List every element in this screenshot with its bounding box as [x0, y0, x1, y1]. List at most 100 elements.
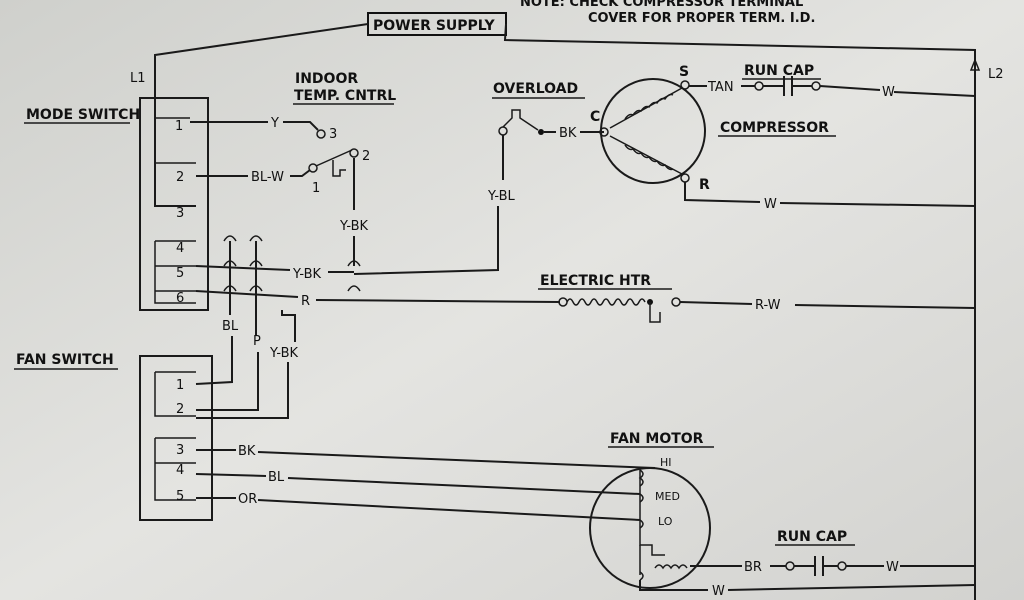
fan-switch: FAN SWITCH 1 2 3 4 5: [14, 352, 213, 521]
wire-label-y-bk-5: Y-BK: [292, 267, 322, 282]
tstat-terminal-2: 2: [362, 149, 370, 164]
fan-terminal-2: 2: [176, 402, 184, 417]
compressor-r-label: R: [699, 177, 710, 193]
tstat-terminal-3: 3: [329, 127, 337, 142]
l2-label: L2: [988, 67, 1004, 82]
wire-y-bl-2: [353, 206, 499, 275]
wire-bl-fan-2: [287, 477, 641, 495]
note-line-1: NOTE: CHECK COMPRESSOR TERMINAL: [520, 0, 803, 10]
mode-terminal-6: 6: [176, 291, 184, 306]
compressor-title: COMPRESSOR: [720, 120, 829, 136]
fan-motor-tap-bottom: [639, 571, 644, 581]
wire-bl-w-2: [290, 169, 311, 177]
wire-label-w-bot-cap: W: [886, 560, 899, 575]
wire-w-cap-2: [893, 91, 976, 97]
mode-terminal-3: 3: [176, 206, 184, 221]
electric-heater: ELECTRIC HTR R-W: [538, 273, 976, 323]
wire-label-bk: BK: [559, 126, 577, 141]
mode-switch-lower-bus: [154, 241, 196, 304]
wire-r-w-2: [794, 304, 976, 309]
fan-motor-hi-label: HI: [660, 456, 672, 469]
indoor-temp-control: INDOOR TEMP. CNTRL Y 3 BL-W 1 2 Y-BK: [190, 71, 396, 266]
mode-switch-common-bus: [154, 98, 196, 207]
fan-terminal-4: 4: [176, 463, 184, 478]
wire-w-bot-1: [639, 580, 708, 591]
tstat-terminal-1-dot: [308, 163, 318, 173]
wire-label-or-fan: OR: [238, 492, 257, 507]
overload-terminal-b: [538, 129, 544, 135]
fan-switch-contacts: [155, 371, 196, 464]
fan-motor-med-label: MED: [655, 490, 680, 503]
wire-label-bl-w: BL-W: [251, 170, 284, 185]
wire-label-tan: TAN: [707, 80, 734, 95]
wire-r-w-1: [679, 301, 753, 305]
l2-supply-wire: [503, 23, 976, 600]
wire-6-r-1: [195, 290, 299, 298]
wire-label-bl: BL: [222, 319, 239, 334]
wire-label-br: BR: [744, 560, 762, 575]
fan-motor-title: FAN MOTOR: [610, 431, 704, 447]
wire-w-bot-2: [727, 584, 976, 591]
wire-label-p: P: [253, 334, 261, 349]
compressor-housing: [600, 78, 706, 184]
fan-terminal-1: 1: [176, 378, 184, 393]
fan-terminal-3: 3: [176, 443, 184, 458]
start-winding-coil: [624, 93, 674, 120]
l1-supply-wire: [154, 23, 369, 98]
mode-terminal-4: 4: [176, 241, 184, 256]
wire-label-y-bl: Y-BL: [487, 189, 516, 204]
tstat-terminal-3-dot: [316, 129, 326, 139]
fan-motor-lo-label: LO: [658, 515, 673, 528]
note-line-2: COVER FOR PROPER TERM. I.D.: [588, 11, 815, 26]
wire-w-r-2: [779, 202, 976, 207]
mode-terminal-5: 5: [176, 266, 184, 281]
fan-motor: FAN MOTOR HI MED LO: [589, 431, 714, 589]
fan-switch-outer-box: [139, 355, 213, 521]
power-supply-label: POWER SUPPLY: [373, 18, 496, 34]
htr-element: [566, 298, 646, 306]
mode-terminal-2: 2: [176, 170, 184, 185]
compressor-c-label: C: [590, 109, 600, 125]
compressor-terminal-c: [599, 127, 609, 137]
l2-arrow: [969, 57, 981, 71]
wire-label-bk-fan: BK: [238, 444, 256, 459]
wire-y-bk-fan-1: [281, 310, 296, 342]
wire-6-r-2: [315, 299, 561, 303]
wire-label-bl-fan: BL: [268, 470, 285, 485]
wire-5-to-y-bk: [195, 265, 291, 271]
mode-switch-contacts: [155, 117, 196, 292]
fan-motor-coil: [639, 545, 688, 575]
mode-switch-title: MODE SWITCH: [26, 107, 140, 123]
wire-or-fan-2: [257, 499, 641, 521]
run-winding-coil: [624, 144, 674, 171]
run-cap-bottom: RUN CAP BR W: [690, 529, 975, 576]
run-cap-top: RUN CAP TAN W: [689, 63, 976, 100]
wire-label-w-cap: W: [882, 85, 895, 100]
tstat-terminal-1: 1: [312, 181, 320, 196]
tstat-bellows: [332, 160, 346, 177]
wire-label-y-bk-fan: Y-BK: [269, 346, 299, 361]
overload-contact: [502, 109, 539, 131]
fan-switch-bus: [154, 372, 196, 501]
fan-switch-title: FAN SWITCH: [16, 352, 114, 368]
tstat-terminal-2-dot: [349, 148, 359, 158]
run-cap-top-title: RUN CAP: [744, 63, 814, 79]
overload-title: OVERLOAD: [493, 81, 578, 97]
wire-bl-fan-1: [195, 473, 267, 477]
l1-label: L1: [130, 71, 146, 86]
run-cap-bottom-title: RUN CAP: [777, 529, 847, 545]
htr-limit-switch: [649, 302, 661, 323]
tstat-contact-arm: [315, 149, 353, 167]
indoor-temp-title-1: INDOOR: [295, 71, 358, 87]
indoor-temp-title-2: TEMP. CNTRL: [294, 88, 396, 104]
wire-y-bk-fan-2: [196, 362, 289, 419]
cap-bottom-plates: [794, 556, 838, 576]
wire-label-w-r: W: [764, 197, 777, 212]
compressor-s-label: S: [679, 64, 689, 80]
electric-htr-title: ELECTRIC HTR: [540, 273, 651, 289]
wire-label-y-bk-tstat: Y-BK: [339, 219, 369, 234]
wire-bk-fan-2: [257, 451, 656, 469]
wire-bl-vertical-2: [195, 336, 233, 385]
wire-label-y: Y: [270, 116, 279, 131]
